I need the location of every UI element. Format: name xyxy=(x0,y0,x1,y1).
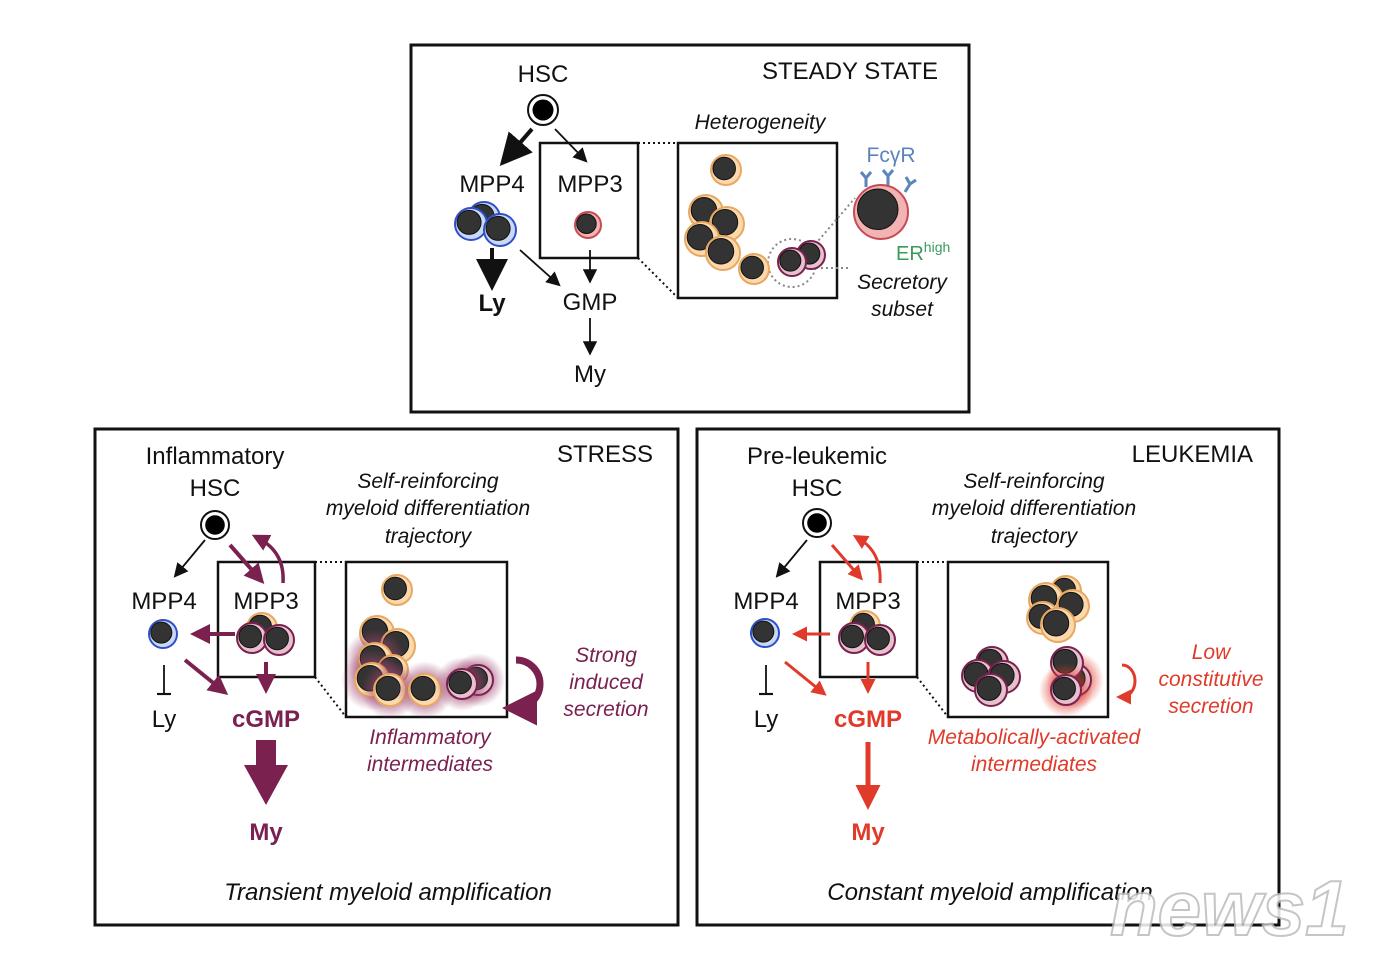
cell-icon xyxy=(838,622,870,654)
cell-icon xyxy=(777,247,807,277)
mpp4-label: MPP4 xyxy=(459,171,524,198)
zoom-connector xyxy=(314,561,347,718)
caption: Transient myeloid amplification xyxy=(224,879,552,906)
cell-icon xyxy=(750,618,780,648)
hsc-label-1: Inflammatory xyxy=(146,443,285,470)
my-label: My xyxy=(574,361,606,388)
mpp4-label: MPP4 xyxy=(131,588,196,615)
trajectory-label-1: Self-reinforcing xyxy=(963,470,1105,493)
cell-icon xyxy=(705,235,741,271)
cell-icon xyxy=(974,673,1008,707)
trajectory-label-1: Self-reinforcing xyxy=(357,470,499,493)
hsc-label-1: Pre-leukemic xyxy=(747,443,887,470)
zoom-box xyxy=(946,560,1110,719)
secretion-label-1: Strong xyxy=(575,644,637,667)
zoom-connector xyxy=(637,142,679,299)
trajectory-label-3: trajectory xyxy=(991,525,1079,548)
secretion-label-2: constitutive xyxy=(1158,668,1263,691)
stress-panel: STRESS Inflammatory HSC Self-reinforcing… xyxy=(93,427,680,927)
arrow-mpp3-hsc-feedback xyxy=(251,534,285,584)
secretion-loop-arrow xyxy=(1116,663,1137,705)
panel-title: STEADY STATE xyxy=(762,58,938,85)
er-label: ERhigh xyxy=(896,239,950,265)
panel-title: LEUKEMIA xyxy=(1132,441,1253,468)
panel-border xyxy=(409,43,971,414)
mpp4-label: MPP4 xyxy=(733,588,798,615)
heterogeneity-label: Heterogeneity xyxy=(695,111,827,134)
news1-watermark: news1 xyxy=(1110,864,1348,952)
trajectory-label-2: myeloid differentiation xyxy=(932,497,1136,520)
cell-icon xyxy=(435,657,489,711)
my-label: My xyxy=(851,819,885,846)
arrow-mpp4-gmp xyxy=(519,249,561,287)
panel-border xyxy=(695,427,1281,927)
cell-icon xyxy=(200,510,230,540)
cell-icon xyxy=(1039,663,1093,717)
secretory-connector xyxy=(811,197,856,269)
cell-icon xyxy=(1040,607,1076,643)
arrow-hsc-mpp3 xyxy=(228,543,265,585)
fcgr-receptors-icon xyxy=(859,169,917,193)
cgmp-label: cGMP xyxy=(232,706,300,733)
arrow-hsc-mpp3 xyxy=(830,544,863,581)
hsc-label-2: HSC xyxy=(190,475,241,502)
cell-icon xyxy=(802,508,832,538)
cell-icon xyxy=(710,154,742,186)
secretion-label-3: secretion xyxy=(563,698,648,721)
cell-icon xyxy=(236,622,268,654)
ly-label: Ly xyxy=(152,706,176,733)
cgmp-label: cGMP xyxy=(834,706,902,733)
cell-icon xyxy=(527,94,559,126)
gmp-label: GMP xyxy=(563,289,618,316)
hsc-label-2: HSC xyxy=(792,475,843,502)
arrow-cgmp-my-thick xyxy=(244,740,288,805)
secretion-loop-arrow xyxy=(502,656,544,726)
cell-icon xyxy=(483,213,517,247)
ly-label: Ly xyxy=(754,706,778,733)
secretion-label-3: secretion xyxy=(1168,695,1253,718)
arrow-hsc-mpp4 xyxy=(173,539,206,578)
hsc-label: HSC xyxy=(518,61,569,88)
mpp3-label: MPP3 xyxy=(233,588,298,615)
secretion-label-2: induced xyxy=(569,671,644,694)
secretion-label-1: Low xyxy=(1192,641,1232,664)
mpp3-box xyxy=(538,141,640,260)
trajectory-label-2: myeloid differentiation xyxy=(326,497,530,520)
arrow-mpp3-hsc-feedback xyxy=(852,534,882,584)
cells-layer xyxy=(148,94,1104,719)
arrow-hsc-mpp4 xyxy=(775,539,808,578)
cell-icon xyxy=(864,624,896,656)
panel-title: STRESS xyxy=(557,441,653,468)
cell-icon xyxy=(148,619,178,649)
intermediates-label-1: Inflammatory xyxy=(369,726,492,749)
cell-icon xyxy=(381,574,413,606)
panel-border xyxy=(93,427,680,927)
arrow-hsc-mpp4 xyxy=(499,127,534,167)
cell-icon xyxy=(853,184,909,240)
mpp3-label: MPP3 xyxy=(557,171,622,198)
leukemia-panel: LEUKEMIA Pre-leukemic HSC Self-reinforci… xyxy=(695,427,1281,927)
arrow-mpp4-cgmp xyxy=(784,660,827,696)
my-label: My xyxy=(249,819,283,846)
zoom-connector xyxy=(916,561,949,718)
arrow-hsc-mpp3 xyxy=(554,128,588,163)
cell-icon xyxy=(738,253,770,285)
intermediates-label-2: intermediates xyxy=(971,753,1098,776)
zoom-box xyxy=(676,141,839,300)
arrow-mpp4-cgmp xyxy=(183,658,229,696)
cell-icon xyxy=(263,624,295,656)
steady-state-panel: STEADY STATE HSC MPP4 MPP3 Ly GMP My Het… xyxy=(409,43,971,414)
ly-label: Ly xyxy=(478,290,506,317)
fcgr-label: FcγR xyxy=(867,144,916,167)
cell-icon xyxy=(454,207,488,241)
cell-icon xyxy=(574,211,602,239)
secretory-label-1: Secretory xyxy=(857,271,948,294)
trajectory-label-3: trajectory xyxy=(385,525,473,548)
secretory-label-2: subset xyxy=(871,298,934,321)
intermediates-label-2: intermediates xyxy=(367,753,494,776)
intermediates-label-1: Metabolically-activated xyxy=(928,726,1142,749)
caption: Constant myeloid amplification xyxy=(827,879,1153,906)
